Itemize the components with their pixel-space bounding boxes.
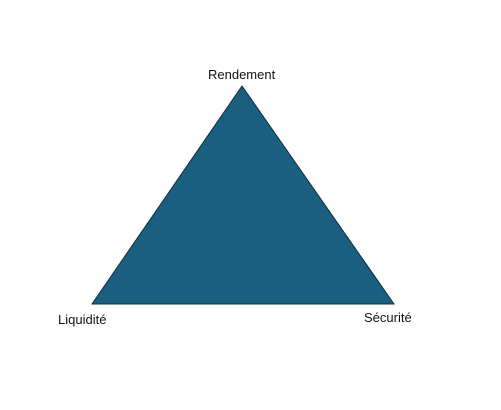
vertex-label-liquidite: Liquidité [58, 312, 107, 327]
vertex-label-rendement: Rendement [208, 67, 276, 82]
triangle-shape [91, 85, 395, 305]
vertex-label-securite: Sécurité [364, 310, 412, 325]
